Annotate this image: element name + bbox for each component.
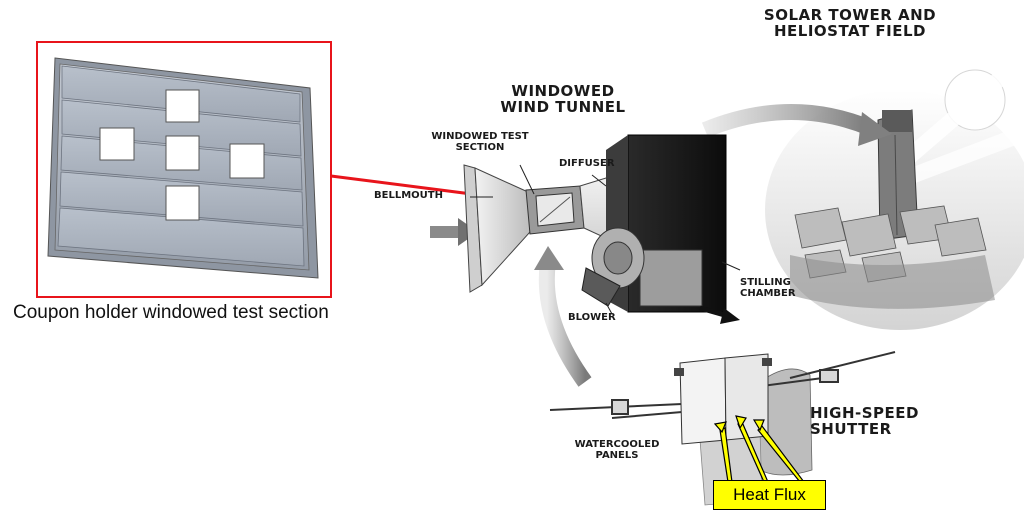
- high-speed-shutter-label: HIGH-SPEED SHUTTER: [810, 404, 919, 438]
- heat-flux-arrows: [713, 415, 806, 483]
- watercooled-panel-left: [679, 357, 727, 445]
- heat-flux-label: Heat Flux: [713, 480, 826, 510]
- diffuser-label: DIFFUSER: [559, 158, 615, 169]
- coupon-window: [165, 89, 200, 123]
- coupon-window: [165, 185, 200, 221]
- high-speed-shutter-illustration: [549, 351, 896, 506]
- solar-tower-illustration: [701, 55, 1024, 330]
- coupon-window: [99, 127, 135, 161]
- coupon-window: [229, 143, 265, 179]
- coupon-caption: Coupon holder windowed test section: [13, 302, 329, 323]
- wind-tunnel-label: WINDOWED WIND TUNNEL: [500, 82, 626, 116]
- test-section-label: WINDOWED TEST SECTION: [431, 131, 529, 153]
- coupon-holder-illustration: [36, 41, 332, 298]
- stilling-chamber-label: STILLING CHAMBER: [740, 277, 796, 299]
- solar-tower-label: SOLAR TOWER AND HELIOSTAT FIELD: [763, 6, 937, 40]
- coupon-window: [165, 135, 200, 171]
- bellmouth-label: BELLMOUTH: [374, 190, 443, 201]
- wind-tunnel-illustration: [430, 134, 741, 387]
- blower-label: BLOWER: [568, 312, 616, 323]
- callout-box: [36, 41, 332, 298]
- blower: [639, 249, 703, 307]
- watercooled-panels-label: WATERCOOLED PANELS: [574, 439, 660, 461]
